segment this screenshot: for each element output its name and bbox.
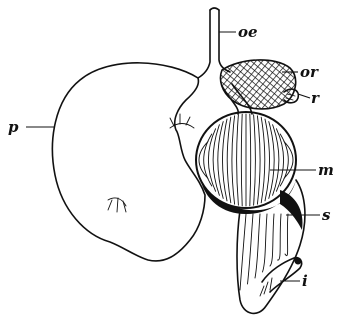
sac-fibre	[255, 214, 260, 278]
sac-fibre	[240, 214, 246, 290]
label-p: p	[8, 118, 19, 136]
sac-fibre	[270, 214, 274, 266]
sac-fibre	[285, 214, 288, 256]
sac-fibre	[278, 214, 282, 260]
pouch	[52, 63, 205, 261]
intestine	[260, 258, 302, 297]
label-m: m	[318, 161, 334, 179]
label-or: or	[300, 63, 319, 81]
sac-fibre	[248, 214, 254, 284]
label-i: i	[302, 272, 308, 290]
label-s: s	[322, 206, 331, 224]
label-oe: oe	[238, 23, 258, 41]
label-r: r	[311, 89, 320, 107]
leader-r	[298, 94, 310, 98]
sac-fibre	[263, 214, 268, 272]
